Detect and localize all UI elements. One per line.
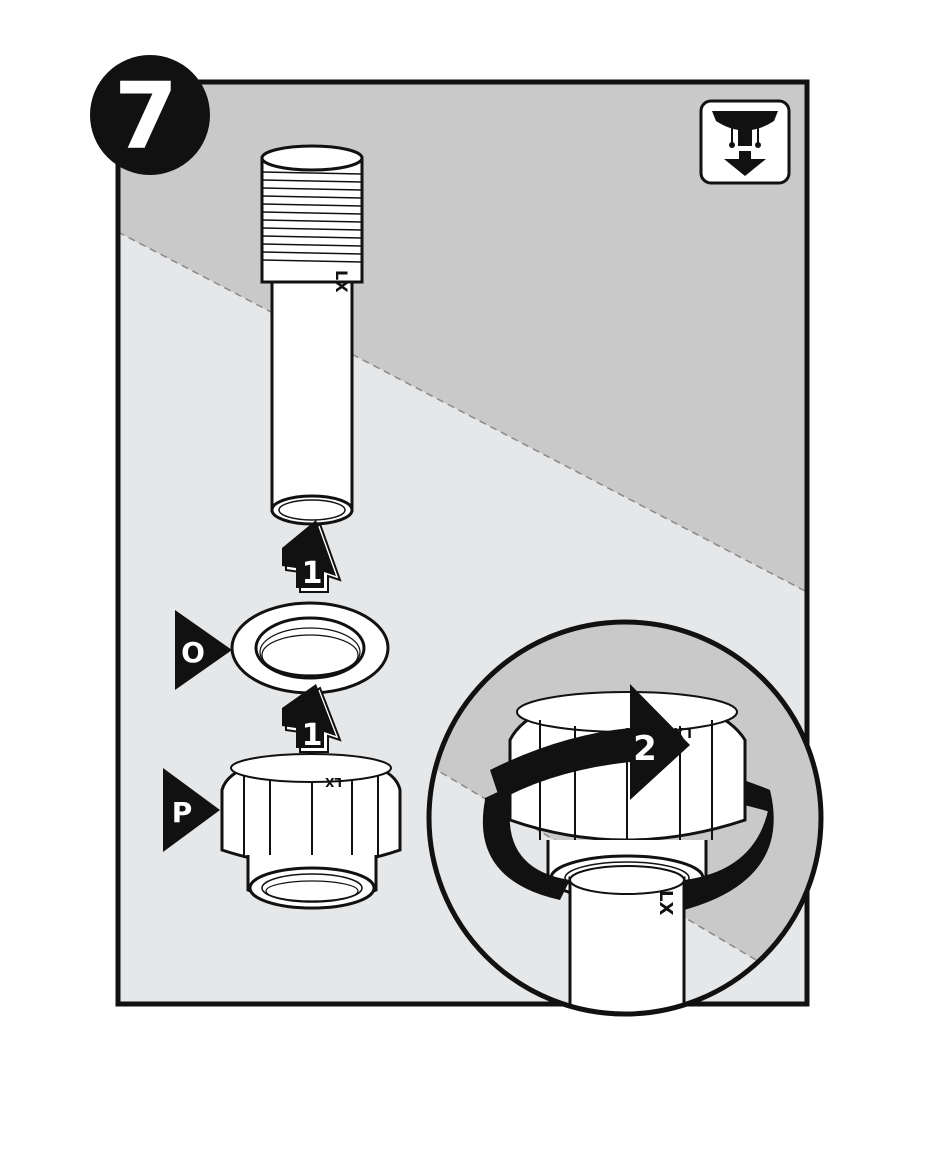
washer-label: O (181, 636, 205, 669)
nut-p: LX (220, 753, 402, 910)
detail-circle-border (426, 619, 824, 1017)
push-step-a-number: 1 (302, 556, 323, 591)
washer-label-marker: O (175, 610, 232, 690)
step-badge: 7 (90, 55, 210, 175)
nut-marking: LX (324, 775, 342, 789)
washer-o (230, 601, 390, 695)
tube-marking: LX (332, 270, 351, 293)
detail-tube-marking: LX (655, 890, 676, 915)
push-arrow-upper: 1 (282, 520, 342, 593)
under-sink-install-icon (699, 99, 791, 185)
step-number: 7 (114, 63, 178, 170)
nut-label: P (172, 796, 193, 829)
detail-view: LX LX 2 (426, 619, 824, 1017)
nut-label-marker: P (163, 768, 220, 852)
twist-step-number: 2 (633, 729, 657, 769)
panel-border (115, 79, 810, 1007)
push-step-b-number: 1 (302, 718, 323, 753)
drain-tube: LX (260, 144, 364, 526)
push-arrow-lower: 1 (282, 684, 342, 753)
